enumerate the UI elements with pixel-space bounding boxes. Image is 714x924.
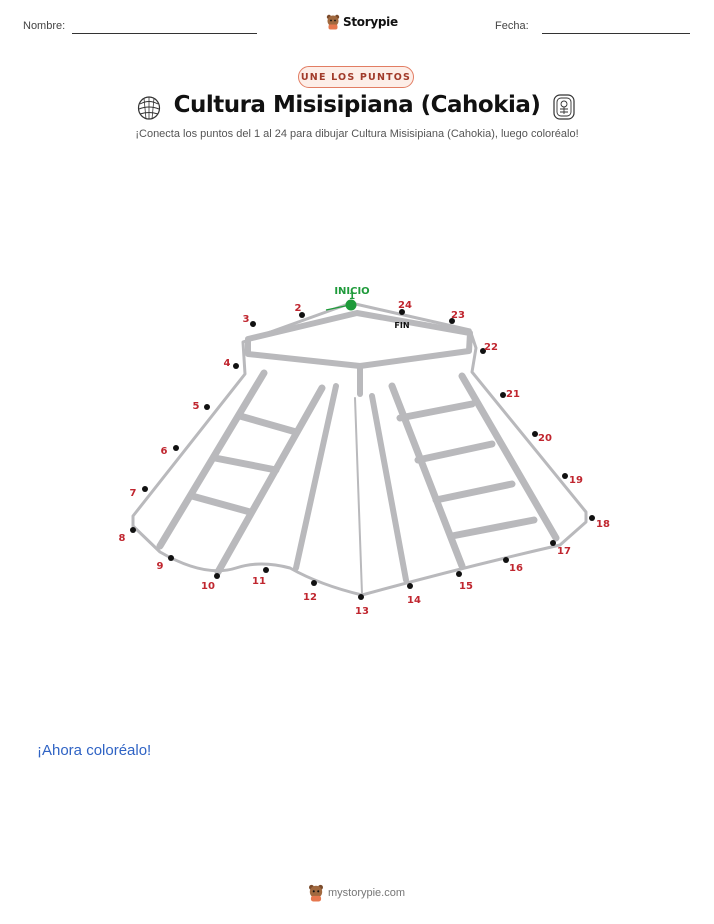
dot-1[interactable] xyxy=(345,299,357,311)
dot-label-10: 10 xyxy=(201,581,215,592)
dot-3[interactable] xyxy=(250,321,256,327)
dot-label-8: 8 xyxy=(119,533,126,544)
bear-mascot-icon xyxy=(326,14,340,30)
dot-label-23: 23 xyxy=(451,310,465,321)
dot-label-3: 3 xyxy=(243,314,250,325)
color-prompt: ¡Ahora coloréalo! xyxy=(37,742,152,759)
dot-4[interactable] xyxy=(233,363,239,369)
end-label: FIN xyxy=(394,321,409,330)
page-title: Cultura Misisipiana (Cahokia) xyxy=(173,92,541,118)
footer: mystorypie.com xyxy=(308,884,405,902)
dot-label-11: 11 xyxy=(252,576,266,587)
pyramid-outline xyxy=(131,301,588,597)
dot-label-17: 17 xyxy=(557,546,571,557)
dot-22[interactable] xyxy=(480,348,486,354)
dot-label-24: 24 xyxy=(398,300,412,311)
dot-label-20: 20 xyxy=(538,433,552,444)
dot-label-2: 2 xyxy=(295,303,302,314)
dot-label-14: 14 xyxy=(407,595,421,606)
dot-13[interactable] xyxy=(358,594,364,600)
dot-14[interactable] xyxy=(407,583,413,589)
dot-12[interactable] xyxy=(311,580,317,586)
dot-6[interactable] xyxy=(173,445,179,451)
start-pointer xyxy=(325,304,351,311)
date-line[interactable] xyxy=(542,33,690,34)
instructions: ¡Conecta los puntos del 1 al 24 para dib… xyxy=(135,128,579,140)
dot-5[interactable] xyxy=(204,404,210,410)
dot-24[interactable] xyxy=(399,309,405,315)
dot-10[interactable] xyxy=(214,573,220,579)
dot-label-12: 12 xyxy=(303,592,317,603)
dot-label-5: 5 xyxy=(193,401,200,412)
dot-19[interactable] xyxy=(562,473,568,479)
dot-label-18: 18 xyxy=(596,519,610,530)
date-label: Fecha: xyxy=(495,20,529,32)
dot-label-21: 21 xyxy=(506,389,520,400)
dot-label-9: 9 xyxy=(157,561,164,572)
dot-9[interactable] xyxy=(168,555,174,561)
dot-23[interactable] xyxy=(449,318,455,324)
dot-11[interactable] xyxy=(263,567,269,573)
bear-mascot-icon xyxy=(309,884,323,902)
dot-2[interactable] xyxy=(299,312,305,318)
dot-18[interactable] xyxy=(589,515,595,521)
dot-label-1: 1 xyxy=(349,292,355,302)
dot-label-22: 22 xyxy=(484,342,498,353)
brand-logo: Storypie xyxy=(326,14,398,30)
basket-icon xyxy=(137,96,161,120)
dot-8[interactable] xyxy=(130,527,136,533)
carved-tablet-icon xyxy=(553,94,575,120)
activity-badge-text: UNE LOS PUNTOS xyxy=(300,71,412,83)
dot-7[interactable] xyxy=(142,486,148,492)
dot-20[interactable] xyxy=(532,431,538,437)
dot-label-13: 13 xyxy=(355,606,369,617)
footer-url: mystorypie.com xyxy=(328,887,406,899)
name-label: Nombre: xyxy=(23,20,66,32)
activity-badge: UNE LOS PUNTOS xyxy=(298,66,414,88)
dot-16[interactable] xyxy=(503,557,509,563)
dot-label-19: 19 xyxy=(569,475,583,486)
dot-17[interactable] xyxy=(550,540,556,546)
dot-label-15: 15 xyxy=(459,581,473,592)
brand-name: Storypie xyxy=(343,15,398,29)
dot-15[interactable] xyxy=(456,571,462,577)
dot-label-16: 16 xyxy=(509,563,523,574)
dot-label-4: 4 xyxy=(224,358,231,369)
name-line[interactable] xyxy=(72,33,257,34)
start-label: INICIO xyxy=(334,286,369,297)
dot-label-7: 7 xyxy=(130,488,137,499)
dot-label-6: 6 xyxy=(161,446,168,457)
dot-21[interactable] xyxy=(500,392,506,398)
